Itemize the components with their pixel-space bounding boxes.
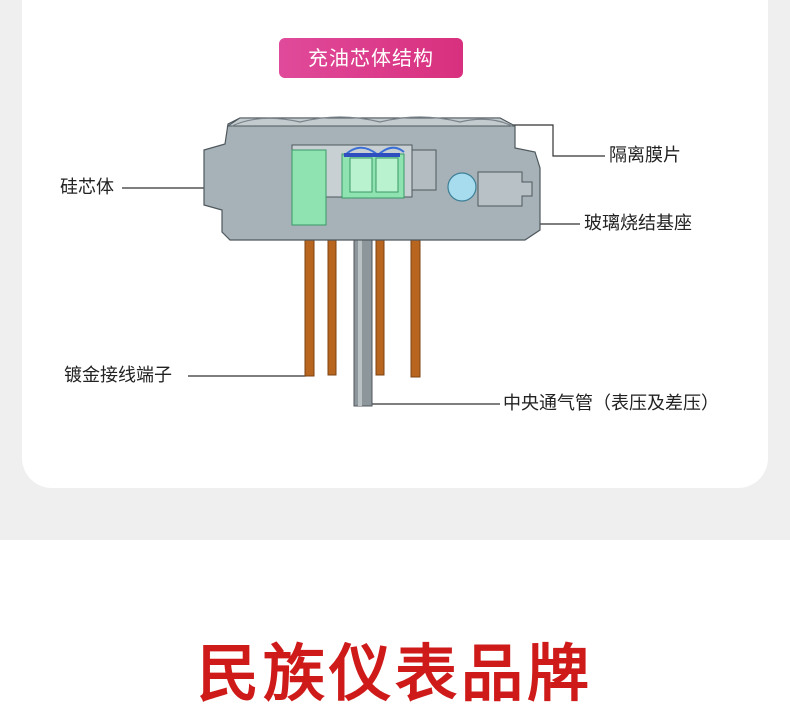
diaphragm-plate <box>226 117 516 127</box>
brand-heading: 民族仪表品牌 <box>196 637 593 710</box>
center-vent-tube-highlight <box>358 198 362 406</box>
callout-glass-base: 玻璃烧结基座 <box>584 213 692 234</box>
housing <box>203 116 541 241</box>
glass-sinter <box>375 157 399 193</box>
sealing-ball <box>447 172 477 202</box>
silicon-die <box>349 157 373 193</box>
fill-port-plug <box>477 171 533 207</box>
oil-fill-left <box>291 149 327 226</box>
section-title-badge: 充油芯体结构 <box>279 38 463 78</box>
callout-silicon-core: 硅芯体 <box>60 177 114 198</box>
callout-gold-terminal: 镀金接线端子 <box>64 365 172 386</box>
side-channel <box>411 149 437 191</box>
diaphragm-corrugation <box>231 116 513 127</box>
diagram-card <box>22 0 768 488</box>
chip-top <box>344 153 400 157</box>
sensor-cross-section-diagram <box>122 116 605 407</box>
callout-diaphragm: 隔离膜片 <box>609 145 681 166</box>
callout-center-vent: 中央通气管（表压及差压） <box>503 393 719 414</box>
